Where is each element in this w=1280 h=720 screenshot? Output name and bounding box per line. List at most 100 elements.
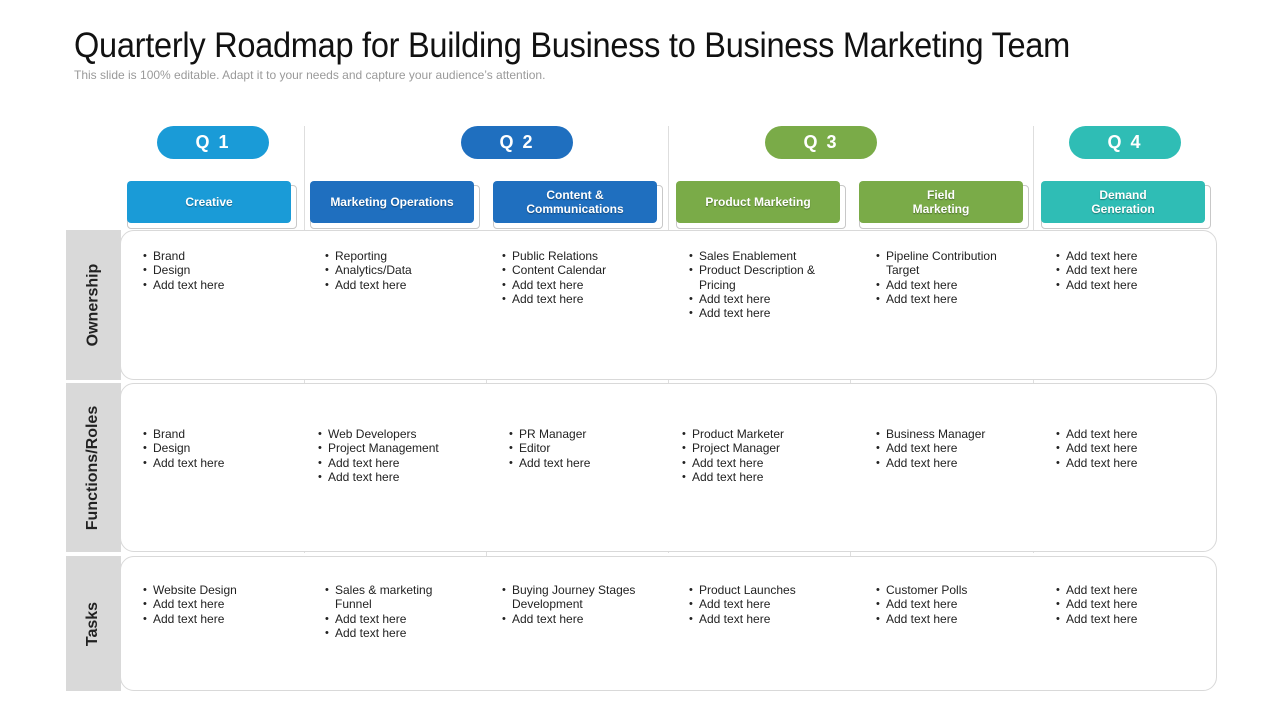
row-label-text: Functions/Roles — [84, 405, 102, 530]
bullet-item: Product Launches — [689, 583, 829, 598]
bullet-list: Sales & marketing FunnelAdd text hereAdd… — [325, 583, 465, 640]
bullet-list: Pipeline Contribution TargetAdd text her… — [876, 249, 1026, 306]
bullet-item: Add text here — [876, 278, 1026, 293]
bullet-item: Content Calendar — [502, 263, 667, 278]
bullet-item: Public Relations — [502, 249, 667, 264]
bullet-item: Add text here — [325, 612, 465, 627]
row-label-text: Ownership — [84, 263, 102, 347]
bullet-item: Add text here — [876, 441, 1026, 456]
row-label: Ownership — [66, 230, 121, 380]
bullet-list: Sales EnablementProduct Description & Pr… — [689, 249, 829, 321]
roadmap-cell: Buying Journey Stages DevelopmentAdd tex… — [502, 583, 667, 626]
department-header: Product Marketing — [676, 181, 840, 223]
bullet-item: Product Marketer — [682, 427, 822, 442]
bullet-list: PR ManagerEditorAdd text here — [509, 427, 674, 470]
bullet-list: Web DevelopersProject ManagementAdd text… — [318, 427, 458, 484]
roadmap-cell: Sales & marketing FunnelAdd text hereAdd… — [325, 583, 465, 640]
bullet-item: Website Design — [143, 583, 295, 598]
bullet-item: Add text here — [876, 612, 1026, 627]
bullet-item: PR Manager — [509, 427, 674, 442]
bullet-item: Reporting — [325, 249, 465, 264]
bullet-item: Add text here — [1056, 583, 1196, 598]
roadmap-cell: Website DesignAdd text hereAdd text here — [143, 583, 295, 626]
bullet-item: Project Manager — [682, 441, 822, 456]
department-header: Field Marketing — [859, 181, 1023, 223]
bullet-item: Add text here — [689, 597, 829, 612]
roadmap-cell: Add text hereAdd text hereAdd text here — [1056, 583, 1196, 626]
roadmap-cell: Public RelationsContent CalendarAdd text… — [502, 249, 667, 306]
bullet-item: Add text here — [689, 612, 829, 627]
bullet-item: Add text here — [1056, 278, 1196, 293]
bullet-list: ReportingAnalytics/DataAdd text here — [325, 249, 465, 292]
bullet-item: Add text here — [143, 597, 295, 612]
quarter-pill-q4: Q 4 — [1069, 126, 1181, 159]
bullet-item: Add text here — [689, 292, 829, 307]
page-subtitle: This slide is 100% editable. Adapt it to… — [74, 68, 546, 82]
department-header: Content & Communications — [493, 181, 657, 223]
bullet-list: Add text hereAdd text hereAdd text here — [1056, 427, 1196, 470]
roadmap-cell: Customer PollsAdd text hereAdd text here — [876, 583, 1026, 626]
bullet-item: Add text here — [318, 470, 458, 485]
department-header: Demand Generation — [1041, 181, 1205, 223]
bullet-item: Add text here — [682, 456, 822, 471]
row-frame-ownership — [120, 230, 1217, 380]
bullet-item: Web Developers — [318, 427, 458, 442]
bullet-list: Add text hereAdd text hereAdd text here — [1056, 249, 1196, 292]
department-header: Creative — [127, 181, 291, 223]
bullet-item: Add text here — [502, 612, 667, 627]
roadmap-cell: Add text hereAdd text hereAdd text here — [1056, 249, 1196, 292]
bullet-item: Add text here — [143, 278, 295, 293]
bullet-item: Brand — [143, 249, 295, 264]
bullet-item: Design — [143, 441, 295, 456]
bullet-item: Pipeline Contribution Target — [876, 249, 1026, 278]
bullet-list: Public RelationsContent CalendarAdd text… — [502, 249, 667, 306]
roadmap-cell: Pipeline Contribution TargetAdd text her… — [876, 249, 1026, 306]
bullet-item: Add text here — [876, 292, 1026, 307]
bullet-item: Add text here — [318, 456, 458, 471]
bullet-item: Add text here — [682, 470, 822, 485]
bullet-item: Add text here — [876, 597, 1026, 612]
bullet-item: Add text here — [1056, 263, 1196, 278]
bullet-list: Product MarketerProject ManagerAdd text … — [682, 427, 822, 484]
bullet-list: BrandDesignAdd text here — [143, 427, 295, 470]
bullet-item: Project Management — [318, 441, 458, 456]
bullet-item: Add text here — [876, 456, 1026, 471]
bullet-item: Add text here — [1056, 456, 1196, 471]
roadmap-cell: BrandDesignAdd text here — [143, 249, 295, 292]
bullet-item: Add text here — [689, 306, 829, 321]
bullet-item: Add text here — [325, 278, 465, 293]
bullet-item: Sales & marketing Funnel — [325, 583, 465, 612]
bullet-list: Customer PollsAdd text hereAdd text here — [876, 583, 1026, 626]
roadmap-cell: Add text hereAdd text hereAdd text here — [1056, 427, 1196, 470]
bullet-item: Add text here — [1056, 612, 1196, 627]
bullet-item: Product Description & Pricing — [689, 263, 829, 292]
roadmap-cell: Product LaunchesAdd text hereAdd text he… — [689, 583, 829, 626]
department-header: Marketing Operations — [310, 181, 474, 223]
bullet-item: Business Manager — [876, 427, 1026, 442]
bullet-list: Product LaunchesAdd text hereAdd text he… — [689, 583, 829, 626]
bullet-item: Add text here — [509, 456, 674, 471]
roadmap-cell: Product MarketerProject ManagerAdd text … — [682, 427, 822, 484]
bullet-item: Customer Polls — [876, 583, 1026, 598]
bullet-item: Add text here — [502, 292, 667, 307]
roadmap-cell: BrandDesignAdd text here — [143, 427, 295, 470]
row-frame-tasks — [120, 556, 1217, 691]
bullet-item: Add text here — [1056, 597, 1196, 612]
quarter-pill-q3: Q 3 — [765, 126, 877, 159]
bullet-item: Add text here — [325, 626, 465, 641]
bullet-list: BrandDesignAdd text here — [143, 249, 295, 292]
bullet-item: Add text here — [1056, 427, 1196, 442]
quarter-pill-q1: Q 1 — [157, 126, 269, 159]
roadmap-cell: Business ManagerAdd text hereAdd text he… — [876, 427, 1026, 470]
bullet-list: Business ManagerAdd text hereAdd text he… — [876, 427, 1026, 470]
bullet-item: Add text here — [1056, 249, 1196, 264]
bullet-item: Add text here — [1056, 441, 1196, 456]
bullet-list: Buying Journey Stages DevelopmentAdd tex… — [502, 583, 667, 626]
roadmap-cell: PR ManagerEditorAdd text here — [509, 427, 674, 470]
quarter-pill-q2: Q 2 — [461, 126, 573, 159]
roadmap-cell: Web DevelopersProject ManagementAdd text… — [318, 427, 458, 484]
roadmap-cell: ReportingAnalytics/DataAdd text here — [325, 249, 465, 292]
bullet-item: Analytics/Data — [325, 263, 465, 278]
bullet-item: Add text here — [143, 612, 295, 627]
page-title: Quarterly Roadmap for Building Business … — [74, 26, 1070, 65]
